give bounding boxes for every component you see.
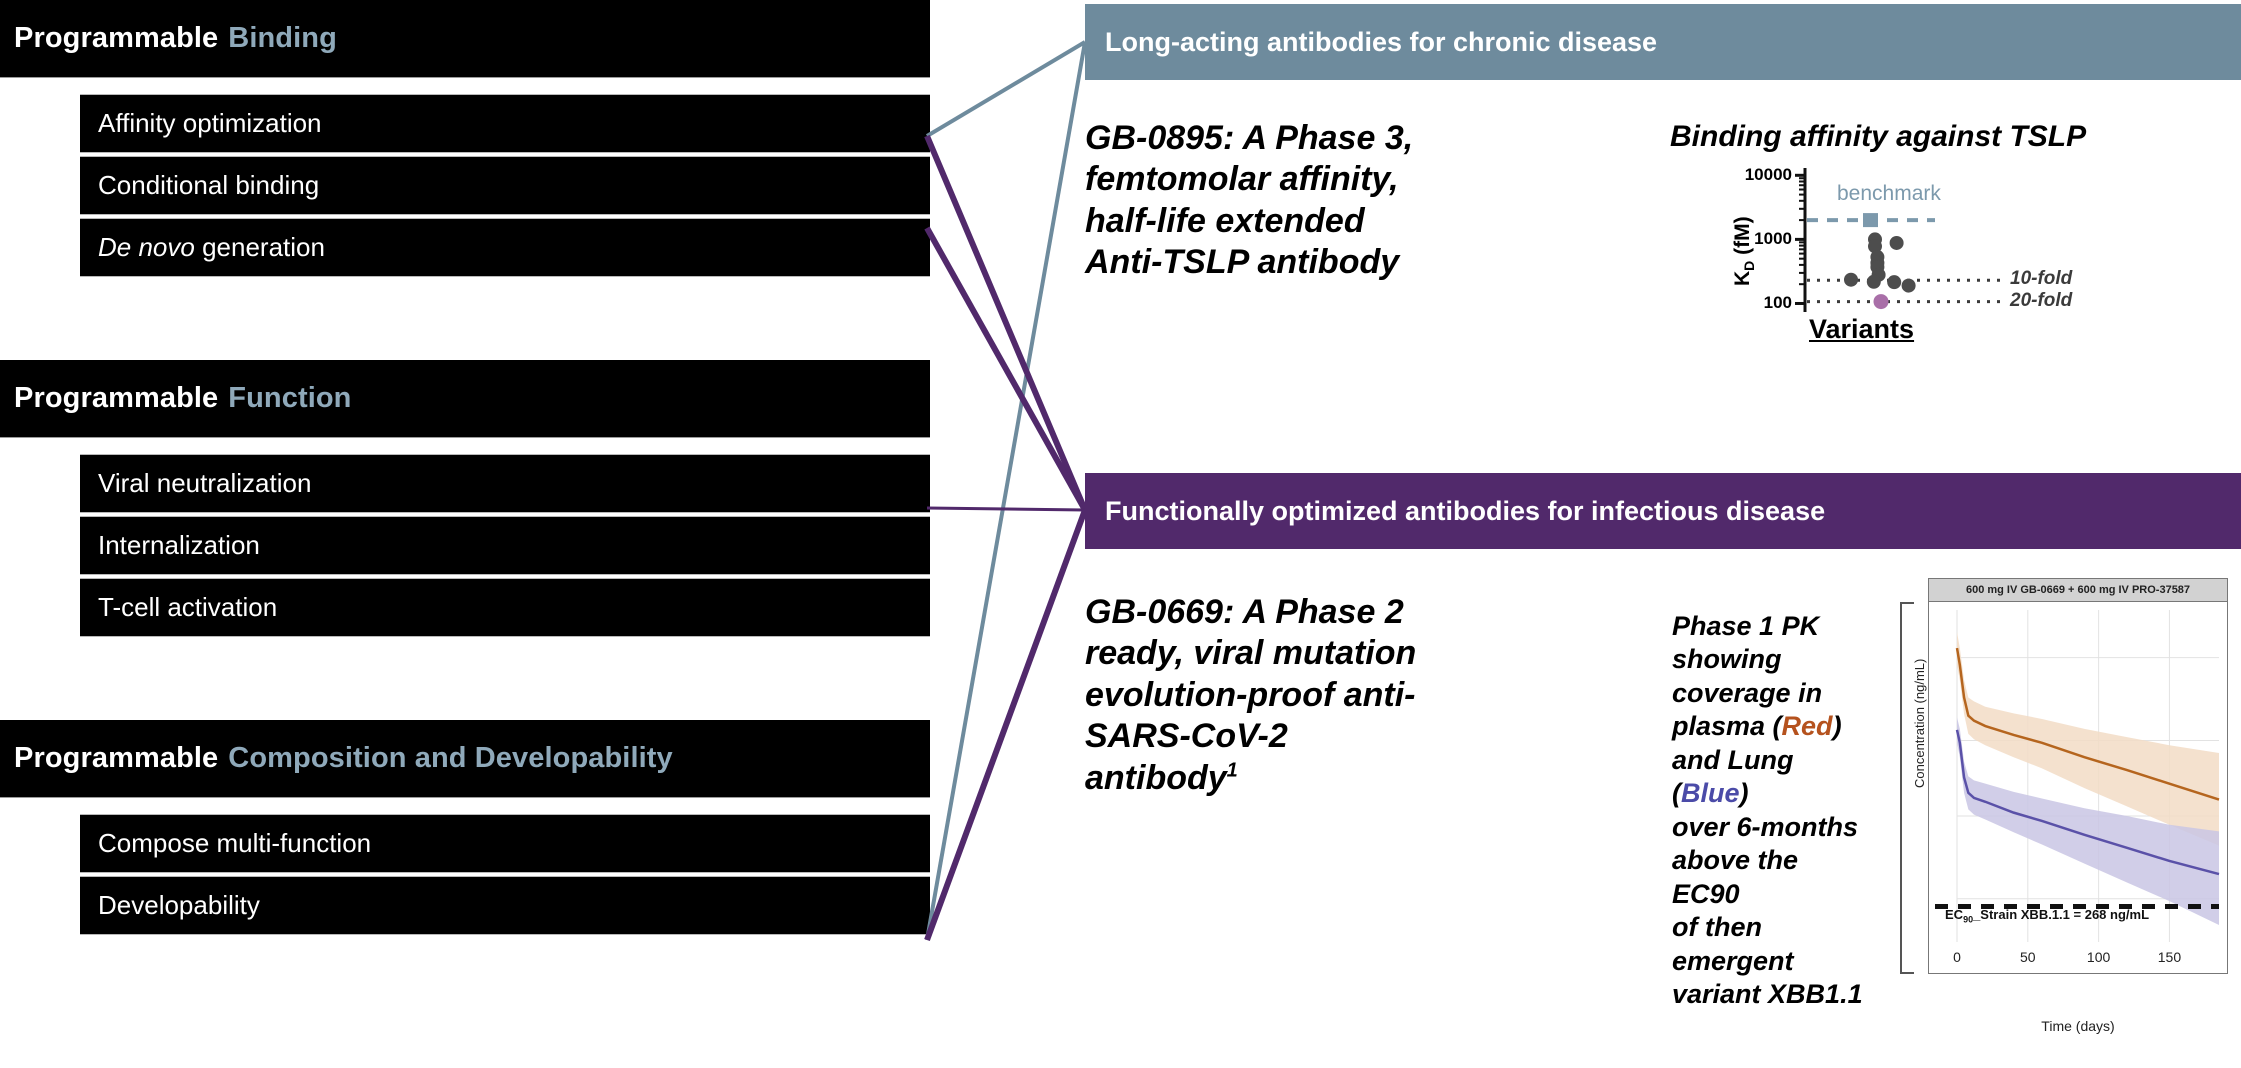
pk-chart-title: 600 mg IV GB-0669 + 600 mg IV PRO-37587 xyxy=(1928,578,2228,602)
subitem-italic-lead: De novo xyxy=(98,232,195,262)
connector-developability-to-chronic xyxy=(925,41,1087,941)
pk-caption-line: of then xyxy=(1672,912,1762,943)
subitem-2-3[interactable]: T-cell activation xyxy=(80,578,930,637)
panel-title-line: GB-0895: A Phase 3, xyxy=(1085,119,1414,157)
category-accent: Binding xyxy=(228,22,337,54)
subitem-1-2[interactable]: Conditional binding xyxy=(80,156,930,215)
pk-chart-title-label: 600 mg IV GB-0669 + 600 mg IV PRO-37587 xyxy=(1965,584,2191,596)
connector-conditional-to-infectious xyxy=(924,226,1088,512)
subitem-1-1[interactable]: Affinity optimization xyxy=(80,94,930,153)
subitem-3-1[interactable]: Compose multi-function xyxy=(80,814,930,873)
pk-x-tick: 100 xyxy=(2086,949,2111,965)
panel-title-line: femtomolar affinity, xyxy=(1085,160,1399,199)
pk-caption-line: variant XBB1.1 xyxy=(1672,979,1863,1010)
panel-header-2[interactable]: Functionally optimized antibodies for in… xyxy=(1085,473,2241,549)
panel-title-line: GB-0669: A Phase 2 xyxy=(1085,593,1404,631)
connector-affinity-to-infectious xyxy=(924,134,1088,512)
pk-caption-text: and Lung ( xyxy=(1672,744,1794,809)
pk-caption-line-lung: and Lung (Blue) xyxy=(1672,744,1872,811)
pk-caption-line: showing xyxy=(1672,644,1782,675)
category-header-1[interactable]: Programmable Binding xyxy=(0,0,930,78)
pk-x-tick: 0 xyxy=(1953,949,1961,965)
panel-title-line: evolution-proof anti- xyxy=(1085,675,1416,714)
subitem-3-2[interactable]: Developability xyxy=(80,876,930,935)
panel-title-line: half-life extended xyxy=(1085,201,1365,240)
pk-band-plasma xyxy=(1957,632,2219,846)
pk-x-tick: 150 xyxy=(2157,949,2182,965)
subitem-label: Compose multi-function xyxy=(98,828,372,858)
pk-y-axis-label: Concentration (ng/mL) xyxy=(1912,658,1927,788)
subitem-label: Developability xyxy=(98,890,260,920)
kd-x-axis-label: Variants xyxy=(1809,314,1915,344)
pk-caption-line: Phase 1 PK xyxy=(1672,611,1820,641)
kd-benchmark-label: benchmark xyxy=(1837,182,1941,206)
pk-plot-area: EC90_Strain XBB.1.1 = 268 ng/mL 0 50 100 150 xyxy=(1928,602,2228,974)
pk-x-tick: 50 xyxy=(2020,949,2036,965)
category-prefix: Programmable xyxy=(14,742,219,774)
pk-caption-line: emergent xyxy=(1672,945,1794,976)
pk-x-axis-label: Time (days) xyxy=(2041,1018,2115,1034)
kd-y-tick: 1000 xyxy=(1754,229,1792,249)
subitem-label: Conditional binding xyxy=(98,170,320,200)
subitem-label: T-cell activation xyxy=(98,592,278,622)
subitem-label: Affinity optimization xyxy=(98,108,322,138)
pk-caption-text: ) xyxy=(1739,778,1749,809)
kd-plot-area xyxy=(1795,168,2005,312)
subitem-label: Internalization xyxy=(98,530,260,560)
pk-caption-line: above the EC90 xyxy=(1672,845,1799,909)
category-prefix: Programmable xyxy=(14,22,219,54)
pk-caption-text: plasma ( xyxy=(1672,711,1782,742)
subitem-label: Viral neutralization xyxy=(98,468,312,498)
pk-caption-line: over 6-months xyxy=(1672,811,1859,842)
pk-caption-red-word: Red xyxy=(1781,711,1833,742)
pk-line-lung xyxy=(1955,729,2220,876)
connector-viral-to-infectious xyxy=(926,506,1086,512)
pk-caption-text: ) xyxy=(1832,711,1842,742)
panel-header-label: Long-acting antibodies for chronic disea… xyxy=(1105,26,1658,57)
kd-fold-label-2: 20-fold xyxy=(2010,289,2073,311)
panel-title-1: GB-0895: A Phase 3,femtomolar affinity,h… xyxy=(1085,118,1565,284)
pk-caption-line: coverage in xyxy=(1672,677,1823,708)
pk-ec90-label: EC90_Strain XBB.1.1 = 268 ng/mL xyxy=(1945,907,2150,925)
connector-developability-to-infectious xyxy=(924,508,1088,942)
category-accent: Composition and Developability xyxy=(228,742,673,774)
category-prefix: Programmable xyxy=(14,382,219,414)
kd-y-tick: 10000 xyxy=(1744,165,1792,185)
pk-caption-line-plasma: plasma (Red) xyxy=(1672,710,1872,743)
panel-title-footnote-marker: 1 xyxy=(1226,759,1238,782)
panel-header-1[interactable]: Long-acting antibodies for chronic disea… xyxy=(1085,4,2241,80)
panel-title-line: Anti-TSLP antibody xyxy=(1085,243,1400,282)
category-header-3[interactable]: Programmable Composition and Developabili… xyxy=(0,720,930,798)
connector-affinity-to-chronic xyxy=(925,40,1087,138)
pk-caption-blue-word: Blue xyxy=(1681,778,1740,809)
kd-fold-label-1: 10-fold xyxy=(2010,268,2073,290)
pk-line-plasma xyxy=(1955,647,2220,801)
subitem-2-2[interactable]: Internalization xyxy=(80,516,930,575)
kd-y-tick: 100 xyxy=(1763,293,1792,313)
panel-title-line: ready, viral mutation xyxy=(1085,634,1417,673)
panel-title-line: antibody xyxy=(1085,758,1227,797)
pk-band-lung xyxy=(1957,717,2219,925)
category-accent: Function xyxy=(228,382,352,414)
pk-bracket xyxy=(1900,602,1914,974)
kd-chart-title: Binding affinity against TSLP xyxy=(1670,120,2087,153)
category-header-2[interactable]: Programmable Function xyxy=(0,360,930,438)
subitem-label: generation xyxy=(202,232,325,262)
panel-header-label: Functionally optimized antibodies for in… xyxy=(1105,495,1826,526)
panel-title-line: SARS-CoV-2 xyxy=(1085,717,1288,756)
subitem-1-3[interactable]: De novo generation xyxy=(80,218,930,277)
subitem-2-1[interactable]: Viral neutralization xyxy=(80,454,930,513)
